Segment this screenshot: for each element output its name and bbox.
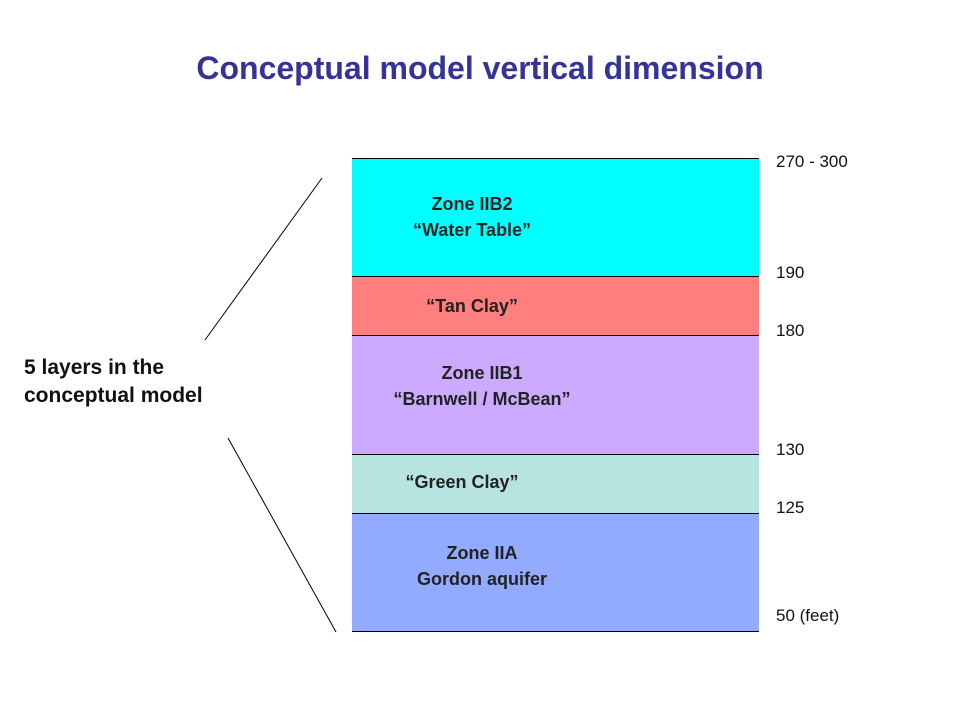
layer-green-clay-label: “Green Clay” (382, 469, 542, 495)
layer-zone-iib2-desc: “Water Table” (412, 220, 532, 240)
depth-label-190: 190 (776, 263, 805, 282)
layer-green-clay: “Green Clay” (352, 454, 759, 513)
layer-zone-iib1: Zone IIB1 “Barnwell / McBean” (352, 335, 759, 454)
layer-zone-iib1-label: Zone IIB1 “Barnwell / McBean” (352, 360, 612, 412)
depth-label-180: 180 (776, 321, 805, 340)
layer-tan-clay-label: “Tan Clay” (392, 293, 552, 319)
layers-count-label: 5 layers in the conceptual model (24, 354, 203, 410)
layer-zone-iia-label: Zone IIA Gordon aquifer (382, 540, 582, 592)
depth-label-bottom: 50 (feet) (776, 606, 840, 625)
depth-label-125: 125 (776, 498, 805, 517)
layer-zone-iia-desc: Gordon aquifer (417, 569, 547, 589)
layer-zone-iia: Zone IIA Gordon aquifer (352, 513, 759, 632)
layer-zone-iib1-desc: “Barnwell / McBean” (393, 389, 571, 409)
layer-zone-iib1-name: Zone IIB1 (441, 363, 523, 383)
layer-zone-iib2: Zone IIB2 “Water Table” (352, 158, 759, 276)
layer-tan-clay: “Tan Clay” (352, 276, 759, 335)
layer-tan-clay-name: “Tan Clay” (426, 296, 518, 316)
connector-line-top (204, 177, 323, 341)
page-title: Conceptual model vertical dimension (196, 50, 764, 86)
connector-line-bottom (227, 437, 337, 633)
layer-zone-iia-name: Zone IIA (446, 543, 518, 563)
layer-zone-iib2-label: Zone IIB2 “Water Table” (392, 191, 552, 243)
depth-label-top: 270 - 300 (776, 152, 848, 171)
depth-label-130: 130 (776, 440, 805, 459)
layers-count-line-2: conceptual model (24, 384, 203, 407)
layer-zone-iib2-name: Zone IIB2 (431, 194, 513, 214)
layer-green-clay-name: “Green Clay” (405, 472, 519, 492)
layers-count-line-1: 5 layers in the (24, 356, 165, 379)
